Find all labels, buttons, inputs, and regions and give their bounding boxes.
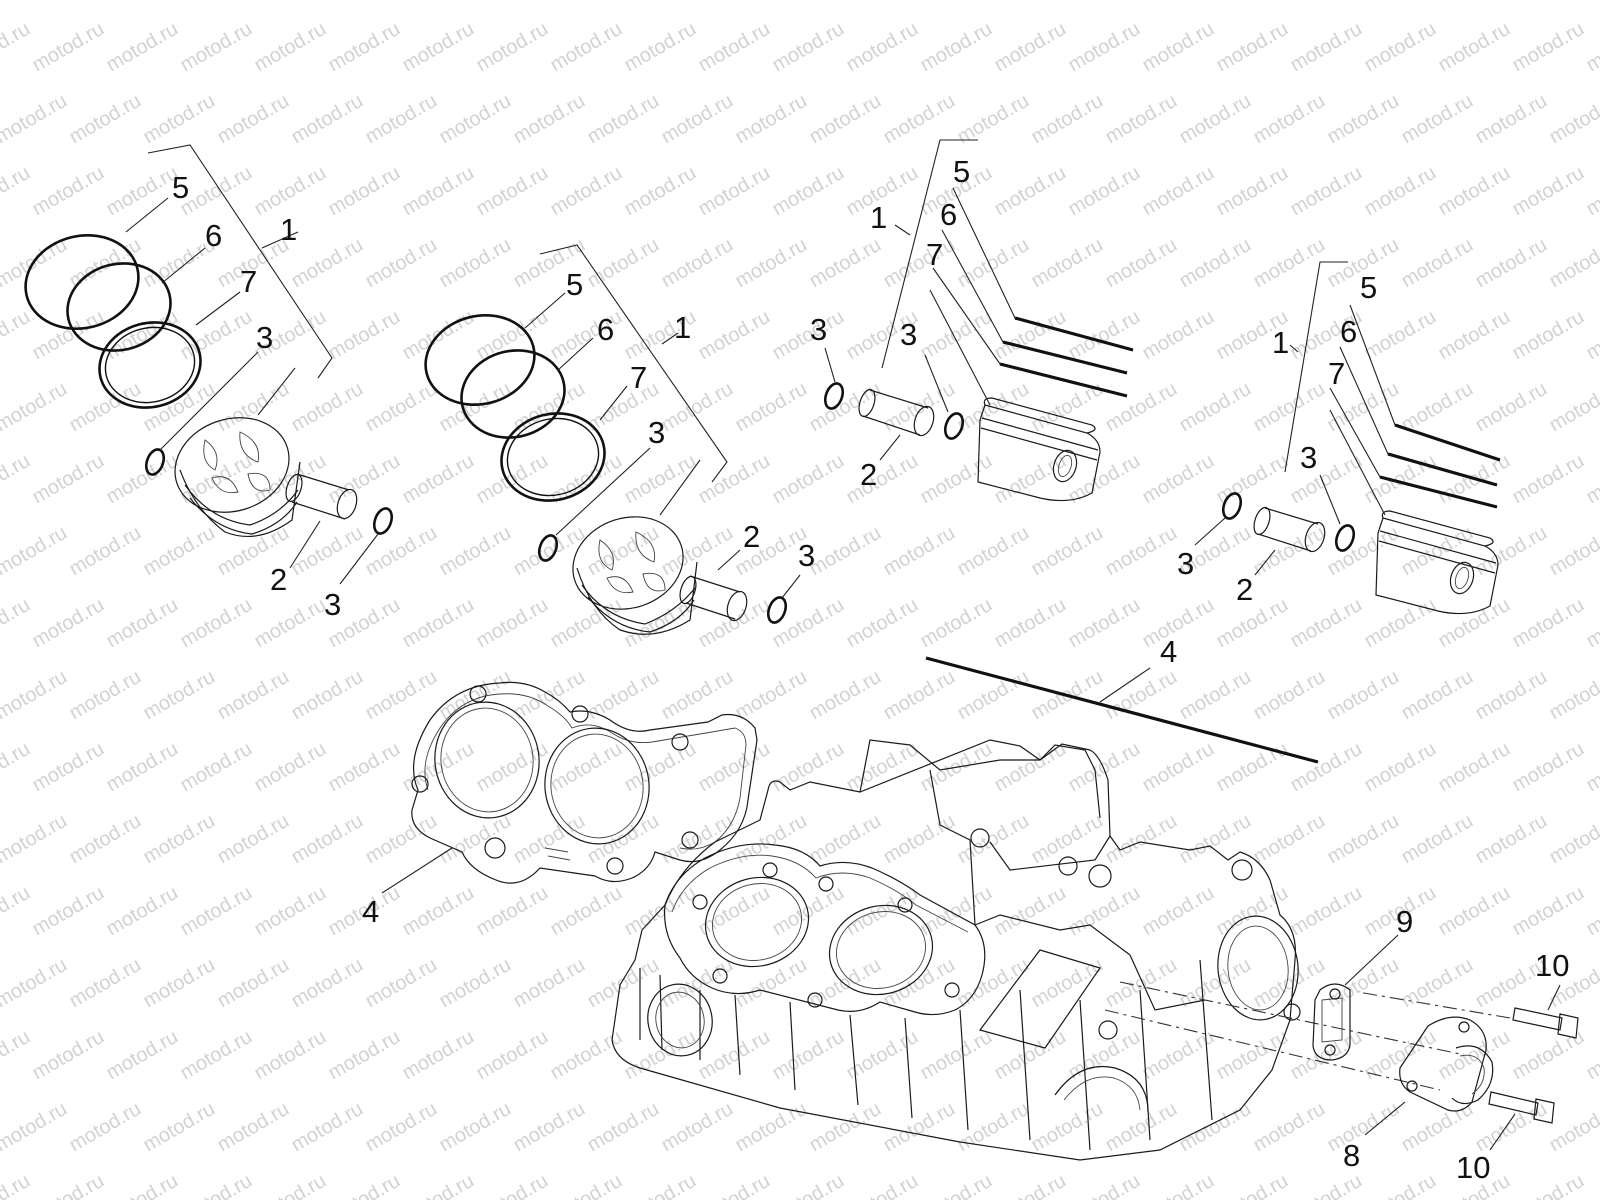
piston-c xyxy=(929,289,1101,502)
callout-a-6: 6 xyxy=(205,218,222,253)
cylinder-bore-2 xyxy=(828,904,934,996)
callout-c-7: 7 xyxy=(926,237,943,272)
piston-ring-second xyxy=(66,262,172,352)
callout-a-5: 5 xyxy=(172,170,189,205)
oil-control-ring-b xyxy=(500,412,606,502)
callout-c-5: 5 xyxy=(953,154,970,189)
pump-cover: 8 xyxy=(1343,1016,1494,1173)
callout-c-3a: 3 xyxy=(810,312,827,347)
callout-gasket-4b: 4 xyxy=(1160,634,1177,669)
pump-gasket: 9 xyxy=(1312,904,1413,1061)
piston-kit-a: 5 6 7 1 3 2 3 xyxy=(24,144,394,622)
callout-d-5: 5 xyxy=(1360,270,1377,305)
callout-b-5: 5 xyxy=(566,267,583,302)
callout-d-6: 6 xyxy=(1340,314,1357,349)
callout-c-6: 6 xyxy=(940,197,957,232)
piston-pin-c xyxy=(858,388,935,461)
circlip-b-right xyxy=(766,596,788,624)
callout-d-2: 2 xyxy=(1236,572,1253,607)
piston-pin-a xyxy=(285,473,358,569)
piston-kit-d: 5 6 7 1 3 3 2 xyxy=(1177,261,1501,615)
gasket-bore-right xyxy=(544,727,650,845)
oil-control-ring xyxy=(98,321,202,409)
callout-c-2: 2 xyxy=(860,457,877,492)
piston-d xyxy=(1329,409,1499,615)
callout-a-7: 7 xyxy=(240,264,257,299)
callout-d-3a: 3 xyxy=(1300,440,1317,475)
callout-block-8: 8 xyxy=(1343,1138,1360,1173)
callout-b-3b: 3 xyxy=(798,538,815,573)
callout-d-3b: 3 xyxy=(1177,546,1194,581)
gasket-bore-left xyxy=(434,701,540,819)
callout-b-1: 1 xyxy=(674,310,691,345)
piston-kit-c: 5 6 7 1 3 3 2 xyxy=(810,139,1134,502)
piston-ring-second-b xyxy=(460,349,566,439)
head-gasket: 4 xyxy=(362,681,758,929)
circlip-a-right xyxy=(372,507,394,535)
callout-c-3b: 3 xyxy=(900,317,917,352)
callout-b-7: 7 xyxy=(630,360,647,395)
circlip-a-left xyxy=(144,448,166,476)
circlip-c-right xyxy=(943,412,965,440)
callout-a-2: 2 xyxy=(270,562,287,597)
bolt-lower: 10 xyxy=(1456,1091,1555,1185)
head-gasket-edge: 4 xyxy=(925,634,1319,764)
cylinder-block xyxy=(611,739,1511,1161)
piston-kit-b: 5 6 7 1 3 2 3 xyxy=(424,244,815,635)
callout-c-1: 1 xyxy=(870,200,887,235)
circlip-d-right xyxy=(1334,524,1356,552)
cylinder-bore-1 xyxy=(704,876,810,968)
piston-pin-b xyxy=(679,549,748,622)
circlip-d-left xyxy=(1221,492,1243,520)
callout-block-10b: 10 xyxy=(1456,1150,1490,1185)
piston-b xyxy=(572,459,701,635)
bolt-upper: 10 xyxy=(1512,948,1579,1039)
callout-block-10a: 10 xyxy=(1535,948,1569,983)
piston-a xyxy=(174,367,301,538)
piston-ring-top xyxy=(24,233,140,331)
callout-b-3: 3 xyxy=(648,415,665,450)
circlip-b-left xyxy=(537,534,559,562)
piston-pin-d xyxy=(1253,506,1326,576)
callout-d-7: 7 xyxy=(1328,356,1345,391)
callout-b-6: 6 xyxy=(597,312,614,347)
piston-ring-top-b xyxy=(424,313,536,407)
callout-a-3b: 3 xyxy=(324,587,341,622)
callout-a-3: 3 xyxy=(256,320,273,355)
callout-block-9: 9 xyxy=(1396,904,1413,939)
callout-a-1: 1 xyxy=(280,212,297,247)
callout-gasket-4a: 4 xyxy=(362,894,379,929)
callout-d-1: 1 xyxy=(1272,325,1289,360)
circlip-c-left xyxy=(823,382,845,410)
callout-b-2: 2 xyxy=(743,519,760,554)
